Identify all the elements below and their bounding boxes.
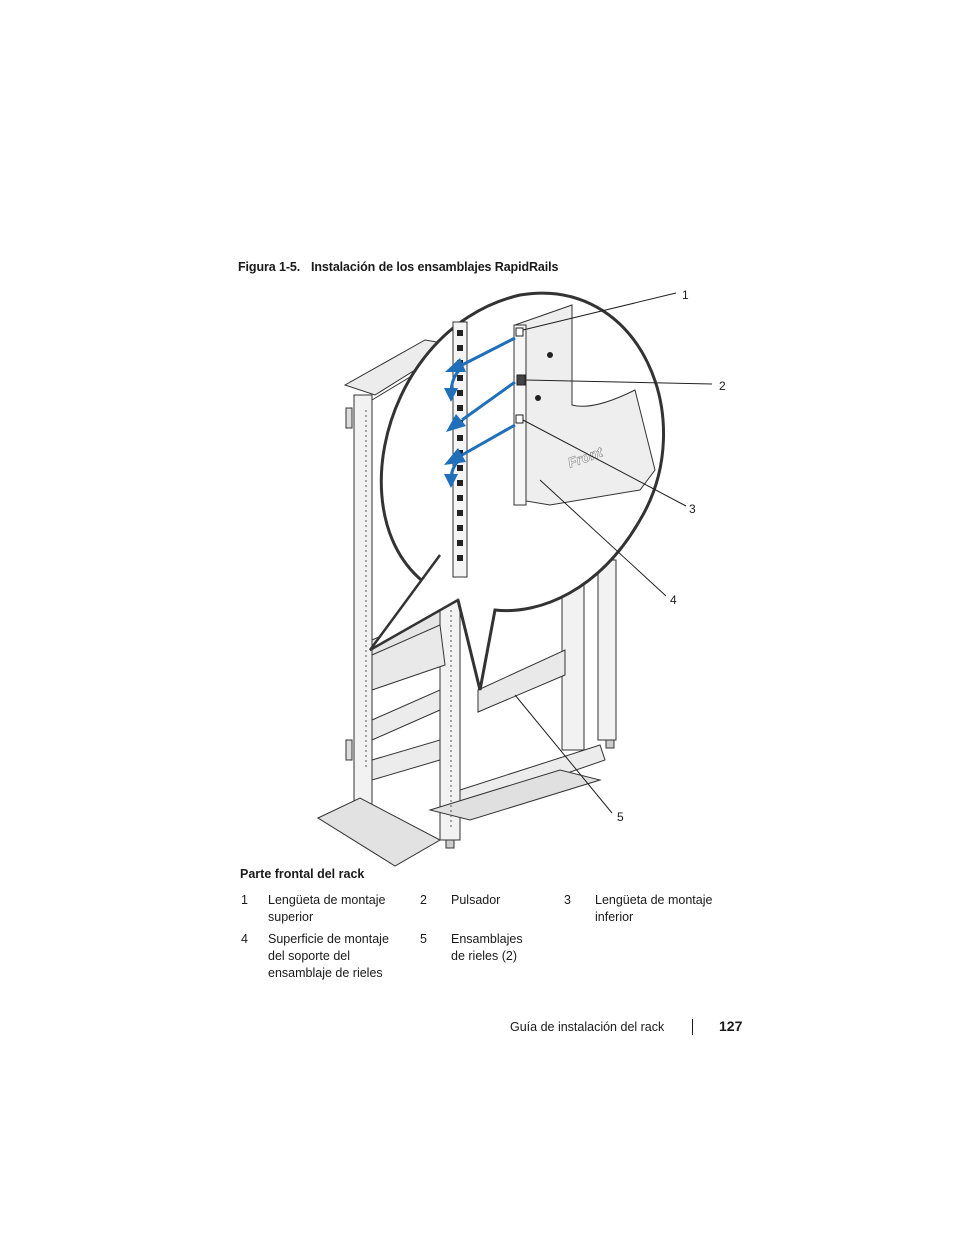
callout-numbers: 1 2 3 4 5 [617,288,726,824]
legend-number: 4 [241,932,248,946]
legend-text: Lengüeta de montaje inferior [595,893,713,924]
figure-number: Figura 1-5. [238,260,301,274]
legend-number: 3 [564,893,571,907]
callout-2: 2 [719,379,726,393]
legend-item: 5 Ensamblajes de rieles (2) [420,931,531,965]
legend-item: 1 Lengüeta de montaje superior [241,892,398,926]
rail-assembly-left [371,624,446,691]
legend-text: Ensamblajes de rieles (2) [451,932,523,963]
legend-text: Lengüeta de montaje superior [268,893,386,924]
push-button [516,374,526,386]
legend-number: 1 [241,893,248,907]
callout-leaders [514,292,713,814]
footer-separator [692,1019,693,1035]
legend-item: 3 Lengüeta de montaje inferior [564,892,725,926]
rail-assembly-right [477,649,566,713]
callout-1: 1 [682,288,689,302]
callout-4: 4 [670,593,677,607]
rack-post-detail [452,321,468,578]
magnifier-pointer [368,554,459,652]
footer-guide-title: Guía de instalación del rack [510,1020,665,1034]
rack-foot [605,739,615,749]
page-number: 127 [719,1018,743,1034]
rack-frame [353,364,617,841]
rack-foot [445,839,455,849]
bracket-screw [547,352,553,358]
callout-3: 3 [689,502,696,516]
hinge-top [345,407,353,429]
callout-5: 5 [617,810,624,824]
hinge-bottom [345,739,353,761]
figure-caption: Figura 1-5. Instalación de los ensamblaje… [238,260,558,274]
upper-mounting-tab [515,327,524,337]
bracket-screw [535,395,541,401]
legend-number: 5 [420,932,427,946]
legend-text: Pulsador [451,893,501,907]
rack-hole-column [365,410,452,830]
legend-number: 2 [420,893,427,907]
rapidrails-installation-illustration: Front 1 2 3 4 5 [316,288,726,867]
figure-title: Instalación de los ensamblajes RapidRail… [311,260,559,274]
figure-subheading: Parte frontal del rack [240,867,365,881]
legend-text: Superficie de montaje del soporte del en… [268,932,389,980]
legend-item: 2 Pulsador [420,892,551,909]
lower-mounting-tab [515,414,524,424]
insert-direction-arrows [444,336,516,488]
floor-plate [316,797,442,867]
legend-item: 4 Superficie de montaje del soporte del … [241,931,398,982]
